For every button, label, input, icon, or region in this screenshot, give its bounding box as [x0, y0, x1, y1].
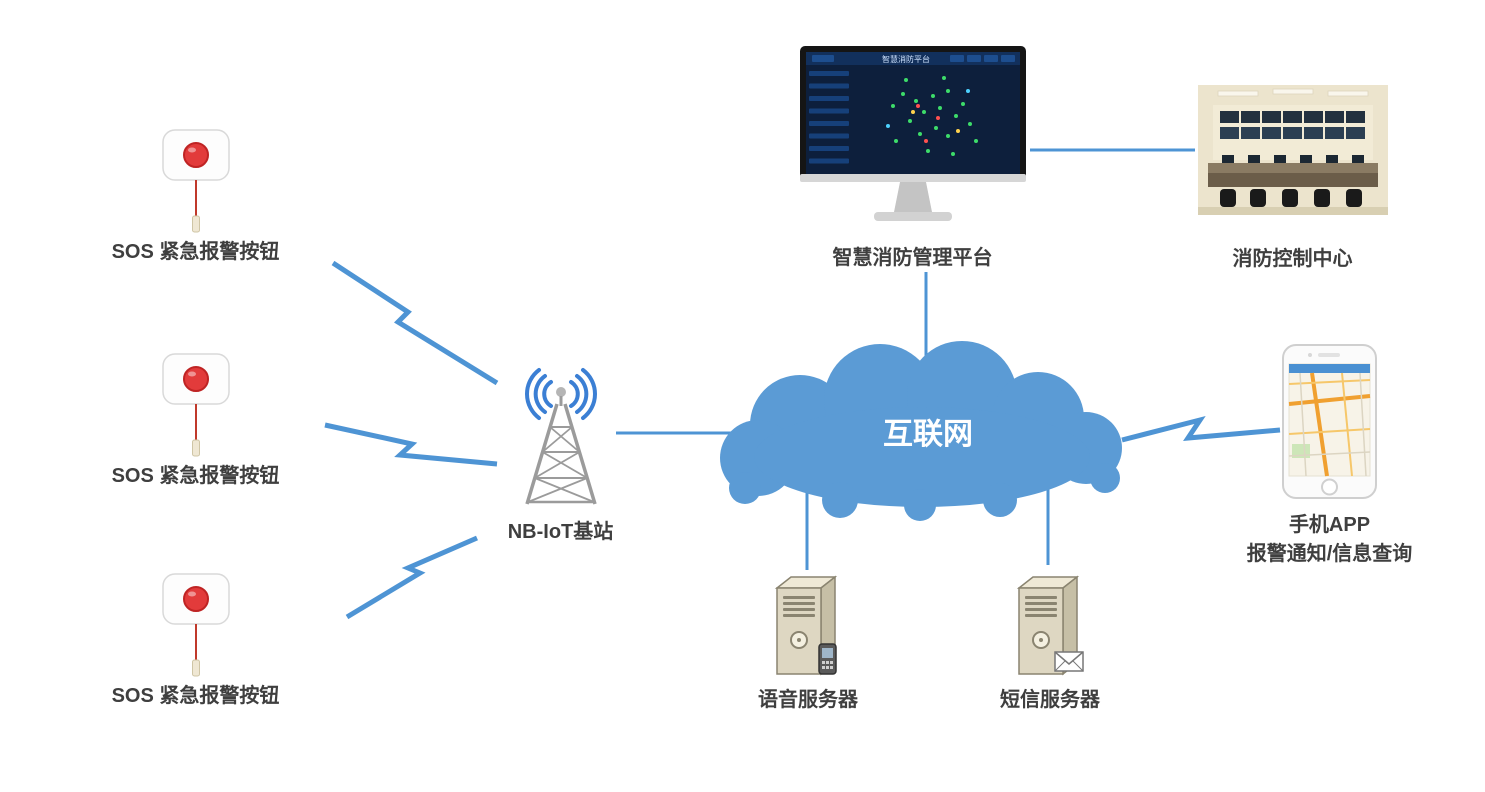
- sos-button-icon: [161, 573, 230, 677]
- sos-button-icon: [161, 353, 230, 457]
- server-icon: [1016, 575, 1084, 676]
- sos-button-label: SOS 紧急报警按钮: [111, 241, 280, 263]
- radio-waves: [524, 368, 597, 420]
- internet-cloud: 互联网: [720, 341, 1122, 521]
- monitor-bottom-strip: [799, 174, 1026, 182]
- node-voice-server: 语音服务器: [748, 572, 868, 715]
- pull-tag: [191, 439, 200, 457]
- phone-label-line2: 报警通知/信息查询: [1246, 543, 1413, 565]
- phone-label-line1: 手机APP: [1288, 514, 1371, 536]
- envelope-icon: [1054, 651, 1084, 672]
- map-alarm-dots: [885, 76, 978, 156]
- speaker: [1318, 353, 1340, 357]
- floor: [1197, 207, 1388, 215]
- antenna-tower-icon: [524, 368, 597, 505]
- red-alarm-button: [182, 586, 209, 612]
- server-icon: [774, 575, 838, 676]
- node-basestation: NB-IoT基站: [498, 352, 623, 547]
- map-screen: [1288, 363, 1371, 477]
- server-vents: [1025, 596, 1057, 617]
- monitor-base: [873, 212, 952, 221]
- wireless-link-sos2-basestation: [324, 422, 498, 467]
- sos-button-label: SOS 紧急报警按钮: [111, 465, 280, 487]
- voice-server-label: 语音服务器: [758, 689, 858, 711]
- platform-label: 智慧消防管理平台: [832, 247, 993, 269]
- node-sms-server: 短信服务器: [990, 572, 1110, 715]
- monitor-neck: [893, 182, 932, 212]
- smartphone-icon: [1282, 344, 1377, 499]
- sos-button-icon: [161, 129, 230, 233]
- node-phone-app: 手机APP 报警通知/信息查询: [1242, 344, 1417, 569]
- basestation-label: NB-IoT基站: [507, 521, 614, 543]
- wireless-link-cloud-phone: [1121, 415, 1281, 443]
- video-wall: [1219, 111, 1365, 139]
- handset-phone-icon: [818, 643, 837, 675]
- node-sos-button-3: SOS 紧急报警按钮: [88, 570, 303, 711]
- tower-lattice: [524, 387, 597, 505]
- dashboard-title: 智慧消防平台: [882, 54, 930, 64]
- dashboard-sidebar: [808, 71, 849, 164]
- sos-button-label: SOS 紧急报警按钮: [111, 685, 280, 707]
- pull-tag: [191, 659, 200, 677]
- red-alarm-button: [182, 366, 209, 392]
- home-button: [1321, 478, 1338, 496]
- node-sos-button-2: SOS 紧急报警按钮: [88, 350, 303, 491]
- wireless-link-sos3-basestation: [345, 535, 478, 620]
- pull-tag: [191, 215, 200, 233]
- red-alarm-button: [182, 142, 209, 168]
- wireless-link-sos1-basestation: [331, 260, 499, 386]
- server-vents: [783, 596, 815, 617]
- front-camera: [1308, 353, 1312, 357]
- monitor-icon: 智慧消防平台: [799, 46, 1026, 221]
- node-platform: 智慧消防平台: [795, 46, 1030, 273]
- node-sos-button-1: SOS 紧急报警按钮: [88, 126, 303, 267]
- control-center-label: 消防控制中心: [1232, 248, 1353, 270]
- control-room-photo: [1197, 85, 1388, 215]
- cloud-label: 互联网: [883, 418, 973, 451]
- chairs: [1219, 189, 1362, 207]
- sms-server-label: 短信服务器: [1000, 689, 1100, 711]
- node-control-center: 消防控制中心: [1195, 85, 1390, 274]
- operator-desks: [1207, 155, 1378, 187]
